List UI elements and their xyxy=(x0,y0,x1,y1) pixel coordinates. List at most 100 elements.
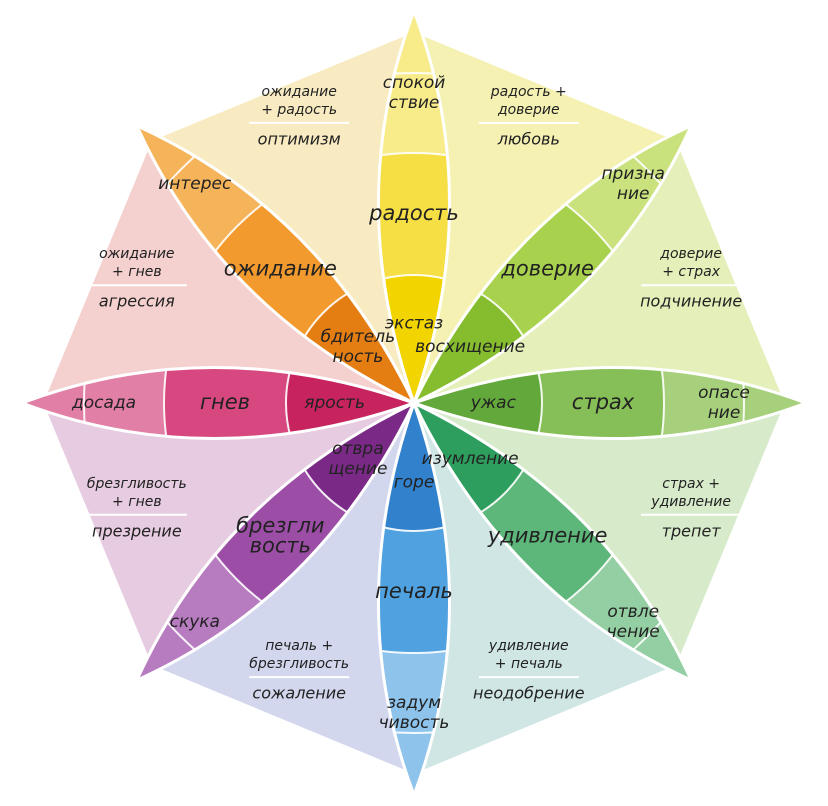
dyad-combo-line2: + страх xyxy=(662,264,720,280)
petal-label-text: страх xyxy=(572,390,635,414)
ring-line xyxy=(163,367,414,439)
ring-line xyxy=(378,403,450,654)
petal-disgust xyxy=(136,403,414,681)
petal-label-text: ние xyxy=(617,184,650,204)
petal-band xyxy=(164,153,414,403)
ring-line xyxy=(414,367,665,439)
petal-label-fear-2: страх xyxy=(572,390,635,414)
dyad-combo-line2: + радость xyxy=(261,102,337,118)
petal-label-text: ность xyxy=(332,347,383,367)
dyad-combo-line1: ожидание xyxy=(261,84,336,100)
petal-label-anticipation-2: ожидание xyxy=(224,256,337,280)
dyad-combo-line1: ожидание xyxy=(99,246,174,262)
petal-label-fear-3: ужас xyxy=(470,393,517,413)
label-layer: радость + доверие любовь доверие + страх подч… xyxy=(71,73,750,733)
petal-band xyxy=(164,403,414,653)
petal-label-joy-2: радость xyxy=(368,201,459,225)
petal-label-surprise-2: удивление xyxy=(487,524,608,548)
ring-line xyxy=(378,274,450,403)
petal-outline xyxy=(377,398,451,800)
petal-outline xyxy=(410,122,695,407)
petal-outline xyxy=(133,399,418,684)
petal-band xyxy=(414,125,692,403)
petal-outline xyxy=(377,6,451,408)
dyad-label-8: ожидание + радость оптимизм xyxy=(249,84,350,148)
dyad-combo-line2: + гнев xyxy=(112,494,162,510)
petal-label-text: досада xyxy=(71,393,136,413)
dyad-combo-line2: + гнев xyxy=(112,264,162,280)
petal-label-trust-2: доверие xyxy=(500,256,594,280)
dyad-combo-line1: печаль + xyxy=(265,638,333,654)
dyad-name: оптимизм xyxy=(258,129,341,148)
petal-label-anger-2: гнев xyxy=(200,390,250,414)
petal-band xyxy=(286,403,414,531)
ring-line xyxy=(285,367,414,439)
petal-label-disgust-1: скука xyxy=(170,612,220,632)
dyad-combo-line2: доверие xyxy=(497,102,560,118)
petal-label-text: опасе xyxy=(698,383,750,403)
petal-label-text: доверие xyxy=(500,256,594,280)
petal-label-text: спокой xyxy=(383,73,446,93)
petal-band xyxy=(414,403,664,653)
petal-band xyxy=(414,403,542,531)
petal-label-text: бдитель xyxy=(321,327,396,347)
petal-band xyxy=(286,275,414,403)
petal-label-anger-1: досада xyxy=(71,393,136,413)
petal-label-joy-3: экстаз xyxy=(385,314,443,334)
petal-band xyxy=(414,275,542,403)
petal-label-text: радость xyxy=(368,201,459,225)
dyad-name: подчинение xyxy=(640,292,742,311)
petal-label-text: горе xyxy=(394,472,435,492)
dyad-combo-line2: удивление xyxy=(650,494,731,510)
petal-label-anticipation-1: интерес xyxy=(158,174,232,194)
petal-outline xyxy=(410,399,695,684)
dyad-name: любовь xyxy=(497,129,560,148)
petal-trust xyxy=(414,125,692,403)
petal-label-text: ние xyxy=(708,403,741,423)
petal-label-surprise-3: изумление xyxy=(422,449,519,469)
ring-line xyxy=(378,152,450,403)
petal-surprise xyxy=(414,403,692,681)
dyad-name: неодобрение xyxy=(473,684,585,703)
ring-line xyxy=(378,403,450,532)
ring-line xyxy=(378,72,450,403)
petal-label-anger-3: ярость xyxy=(304,393,365,413)
petal-label-trust-3: восхищение xyxy=(415,337,525,357)
petal-outline xyxy=(17,366,419,440)
dyad-name: трепет xyxy=(662,521,722,540)
petal-label-text: задум xyxy=(387,693,441,713)
petal-joy xyxy=(378,11,450,403)
petal-sadness xyxy=(378,403,450,795)
ring-line xyxy=(378,403,450,734)
dyad-label-1: радость + доверие любовь xyxy=(478,84,579,148)
petal-layer xyxy=(17,6,811,800)
petal-label-text: вость xyxy=(250,534,311,558)
dyad-name: презрение xyxy=(92,521,182,540)
dyad-combo-line1: радость + xyxy=(490,84,567,100)
petal-label-text: экстаз xyxy=(385,314,443,334)
petal-label-sadness-2: печаль xyxy=(375,579,453,603)
petal-label-text: интерес xyxy=(158,174,232,194)
dyad-combo-line2: брезгливость xyxy=(249,656,349,672)
dyad-combo-line1: доверие xyxy=(659,246,722,262)
dyad-combo-line1: брезгливость xyxy=(87,476,187,492)
petal-label-text: чивость xyxy=(379,713,450,733)
petal-anticipation xyxy=(136,125,414,403)
petal-band xyxy=(136,125,414,403)
petal-label-text: печаль xyxy=(375,579,453,603)
petal-label-disgust-2: брезгливость xyxy=(236,514,324,558)
petal-label-text: брезгли xyxy=(236,514,324,538)
petal-label-text: призна xyxy=(601,164,665,184)
petal-band xyxy=(414,403,692,681)
petal-label-text: отвле xyxy=(607,602,659,622)
ring-line xyxy=(414,367,745,439)
